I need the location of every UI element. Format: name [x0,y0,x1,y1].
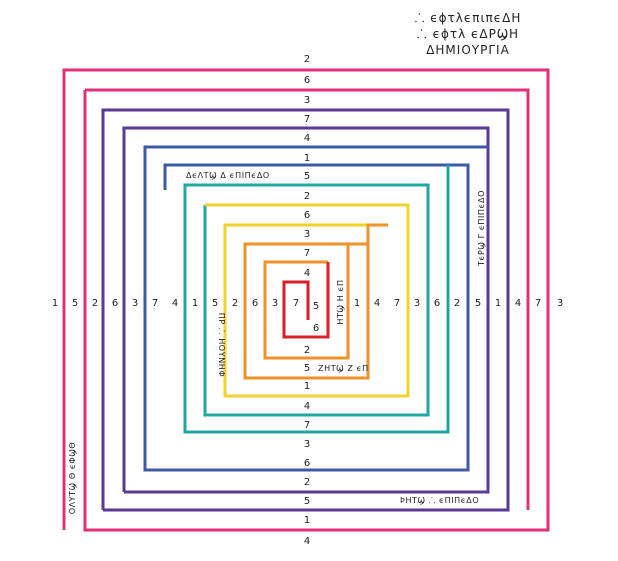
num-right-11: 3 [557,298,563,309]
spiral-ring-pink-inner [85,88,530,510]
label-purple-bottom: ϷΗΤϢ ⸫ ϵΠΙΠϵΔΟ [400,496,479,505]
num-top-3: 3 [304,95,310,106]
spiral-ring-purple-outer [101,108,510,512]
num-top-1: 2 [304,54,310,65]
spiral-ring-yellow [205,203,410,398]
spiral-ring-pink-outer [62,68,550,532]
num-bottom-center: 6 [313,323,319,334]
num-top-10: 3 [304,229,310,240]
label-orange-bottom: ΖΗΤϢ Ζ ϵΠ [318,364,369,373]
num-bottom-3: 5 [304,363,310,374]
num-left-3: 2 [92,298,98,309]
num-left-5: 3 [132,298,138,309]
num-top-6: 1 [304,153,310,164]
diagram-title: ⸫ ϵϕτλϵπιπϵΔΗ ⸫ ϵϕτλ ϵΔΡϢΗ ΔΗΜΙΟΥΡΓΙΑ [388,10,548,58]
num-bottom-6: 7 [304,420,310,431]
num-top-7: 5 [304,171,310,182]
num-top-8: 2 [304,191,310,202]
num-right-5: 6 [434,298,440,309]
num-top-13: 5 [313,301,319,312]
numbers-right: 1 4 7 3 6 2 5 1 4 7 3 [354,298,563,309]
num-right-7: 5 [475,298,481,309]
num-top-5: 4 [304,133,310,144]
spiral-ring-blue [143,145,488,472]
num-left-13: 7 [293,298,299,309]
num-left-6: 7 [152,298,158,309]
num-bottom-1: 2 [304,345,310,356]
num-left-4: 6 [112,298,118,309]
title-line-2: ⸫ ϵϕτλ ϵΔΡϢΗ [416,27,520,41]
numbers-top: 2 6 3 7 4 1 5 2 6 3 7 4 5 [304,54,319,312]
num-right-4: 3 [414,298,420,309]
num-right-8: 1 [495,298,501,309]
num-left-9: 5 [212,298,218,309]
num-left-7: 4 [172,298,178,309]
num-left-10: 2 [232,298,238,309]
label-pink-left: ΟΛΥΤϢ Θ ϵΦϢΘ [68,442,77,515]
spiral-ring-purple-inner [122,126,490,494]
num-bottom-11: 1 [304,515,310,526]
num-bottom-9: 2 [304,477,310,488]
label-red-right: ΗΤϢ Η ϵΠ [336,279,345,324]
num-right-6: 2 [454,298,460,309]
num-right-1: 1 [354,298,360,309]
num-left-11: 6 [252,298,258,309]
num-top-12: 4 [304,268,310,279]
num-bottom-12: 4 [304,536,310,547]
label-yellow-left: ΠΡ ⸫ ΗΟΥΝΗΦ [217,313,226,378]
num-left-2: 5 [72,298,78,309]
spiral-ring-orange [243,223,388,380]
numbers-left: 1 5 2 6 3 7 4 1 5 2 6 3 7 [52,298,299,309]
spiral-ring-red [282,262,330,339]
title-line-3: ΔΗΜΙΟΥΡΓΙΑ [426,43,510,57]
label-teal-top: ΔϵΛΤϢ Δ ϵΠΙΠϵΔΟ [186,171,270,180]
num-bottom-2: 1 [304,381,310,392]
num-right-2: 4 [374,298,380,309]
num-top-2: 6 [304,75,310,86]
num-bottom-4: 4 [304,401,310,412]
spiral-ring-teal [183,165,450,434]
num-right-10: 7 [535,298,541,309]
num-top-11: 7 [304,248,310,259]
num-top-9: 6 [304,210,310,221]
num-bottom-8: 6 [304,458,310,469]
num-bottom-7: 3 [304,439,310,450]
num-left-8: 1 [192,298,198,309]
numbers-bottom: 6 2 1 5 4 7 3 6 2 5 1 4 [304,323,319,547]
label-blue-right: ΤϵΡϢ Γ ϵΠΙΠϵΔΟ [477,190,486,267]
num-left-1: 1 [52,298,58,309]
num-right-3: 7 [394,298,400,309]
num-right-9: 4 [515,298,521,309]
num-bottom-10: 5 [304,496,310,507]
title-line-1: ⸫ ϵϕτλϵπιπϵΔΗ [414,11,522,25]
num-left-12: 3 [272,298,278,309]
num-top-4: 7 [304,114,310,125]
